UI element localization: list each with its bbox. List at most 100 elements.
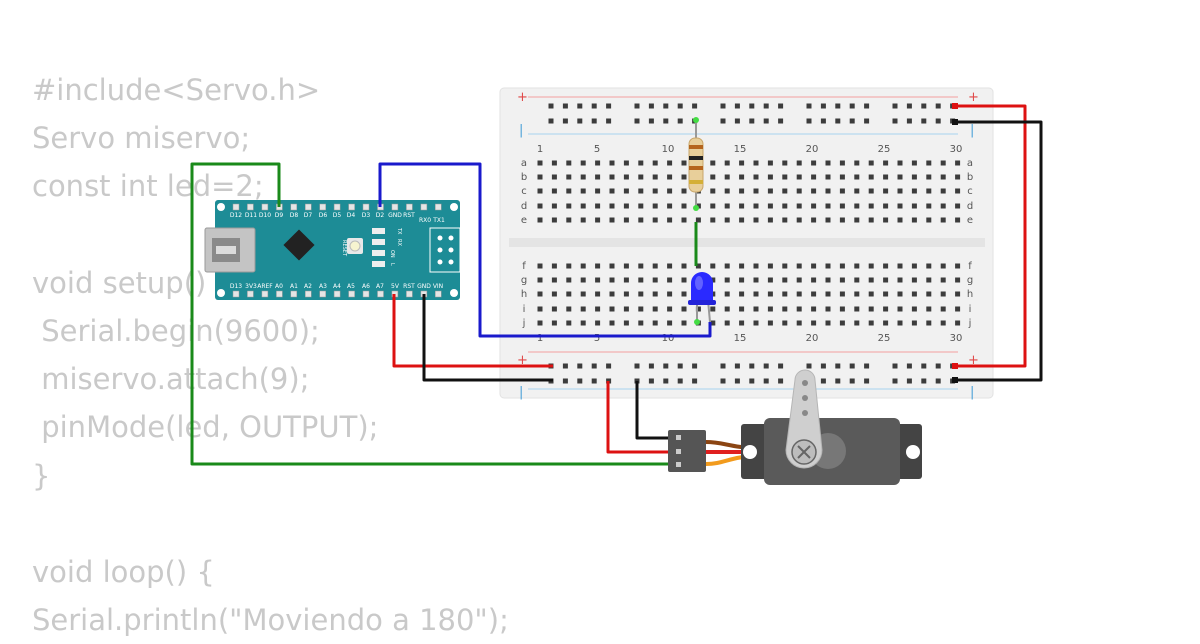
breadboard-hole <box>811 160 817 166</box>
breadboard-hole <box>551 160 557 166</box>
top-pin-labels: D12 D11 D10 D9 D8 D7 D6 D5 D4 D3 D2 GND … <box>230 212 445 224</box>
row-letter: e <box>521 215 527 226</box>
wire-black-servo[interactable] <box>635 381 672 440</box>
header-pin[interactable] <box>406 203 413 211</box>
terminal <box>952 119 958 125</box>
breadboard-hole <box>782 188 788 194</box>
header-pin[interactable] <box>290 203 298 211</box>
column-number: 1 <box>537 144 543 155</box>
header-pin[interactable] <box>435 203 442 211</box>
header-pin[interactable] <box>319 203 326 211</box>
code-line: miservo.attach(9); <box>32 362 310 397</box>
header-pin[interactable] <box>247 203 254 211</box>
reset-button-cap[interactable] <box>349 240 361 252</box>
wire-black-rail-jumper[interactable] <box>958 120 1043 382</box>
breadboard-hole <box>566 160 572 166</box>
wire-red-rail-jumper[interactable] <box>958 104 1027 368</box>
breadboard-hole <box>551 320 557 326</box>
breadboard-hole <box>667 320 673 326</box>
breadboard-hole <box>897 174 903 180</box>
circuit-diagram: + + | | + + | | 1 5 10 15 20 25 30 1 5 1… <box>190 87 1043 485</box>
header-pin[interactable] <box>247 290 254 298</box>
breadboard-hole <box>606 118 612 124</box>
breadboard-hole <box>638 320 644 326</box>
breadboard-hole <box>820 363 826 369</box>
breadboard-hole <box>935 118 941 124</box>
column-number: 10 <box>662 144 675 155</box>
header-pin[interactable] <box>232 290 240 298</box>
header-pin[interactable] <box>290 290 298 298</box>
breadboard-hole <box>753 188 759 194</box>
breadboard-hole <box>940 291 946 297</box>
breadboard-hole <box>940 174 946 180</box>
header-pin[interactable] <box>319 290 326 298</box>
breadboard-hole <box>695 263 701 269</box>
column-number: 20 <box>806 144 819 155</box>
led[interactable] <box>688 272 716 325</box>
wire-black-gnd[interactable] <box>422 294 553 382</box>
breadboard-hole <box>753 174 759 180</box>
breadboard-hole <box>911 188 917 194</box>
wire-red-5v[interactable] <box>392 294 553 368</box>
breadboard-hole <box>854 320 860 326</box>
header-pin[interactable] <box>232 203 240 211</box>
wire-red-servo[interactable] <box>606 381 672 454</box>
breadboard-hole <box>897 320 903 326</box>
header-pin[interactable] <box>333 290 341 298</box>
breadboard-hole <box>806 103 812 109</box>
header-pin[interactable] <box>391 203 399 211</box>
wire-green-signal[interactable] <box>190 162 672 466</box>
header-pin[interactable] <box>377 290 384 298</box>
resistor[interactable] <box>688 117 704 211</box>
breadboard-hole <box>652 203 658 209</box>
pin-label: D6 <box>319 212 328 219</box>
header-pin[interactable] <box>362 203 370 211</box>
arduino-nano[interactable]: RESET TX RX ON L D12 D11 D10 D9 D8 D7 <box>204 200 461 300</box>
header-pin[interactable] <box>333 203 341 211</box>
breadboard-hole <box>753 203 759 209</box>
breadboard-hole <box>940 203 946 209</box>
header-pin[interactable] <box>406 290 413 298</box>
breadboard-hole <box>681 291 687 297</box>
header-pin[interactable] <box>348 203 355 211</box>
breadboard-hole <box>767 188 773 194</box>
breadboard-hole <box>681 306 687 312</box>
breadboard-hole <box>825 263 831 269</box>
rail-plus-symbol: + <box>517 353 528 368</box>
breadboard-hole <box>609 188 615 194</box>
breadboard-hole <box>935 103 941 109</box>
header-pin[interactable] <box>261 203 269 211</box>
row-letter: g <box>967 275 973 286</box>
led-label: ON <box>389 250 395 258</box>
column-number: 25 <box>878 144 891 155</box>
led-label: L <box>389 263 395 266</box>
breadboard-hole <box>825 291 831 297</box>
icsp-pin <box>448 259 454 265</box>
breadboard-hole <box>537 306 543 312</box>
breadboard-hole <box>883 277 889 283</box>
breadboard-hole <box>767 217 773 223</box>
breadboard-hole <box>580 263 586 269</box>
breadboard-hole <box>551 306 557 312</box>
connector-pin <box>676 462 681 467</box>
header-pin[interactable] <box>276 290 283 298</box>
header-pin[interactable] <box>362 290 370 298</box>
header-pin[interactable] <box>305 203 312 211</box>
breadboard-hole <box>811 306 817 312</box>
header-pin[interactable] <box>435 290 442 298</box>
servo-motor[interactable] <box>668 369 922 485</box>
breadboard-hole <box>796 188 802 194</box>
wire-blue-led[interactable] <box>378 162 712 338</box>
header-pin[interactable] <box>420 203 428 211</box>
row-letter: c <box>967 186 973 197</box>
breadboard-hole <box>667 188 673 194</box>
breadboard-hole <box>724 217 730 223</box>
breadboard-hole <box>911 320 917 326</box>
breadboard-hole <box>868 291 874 297</box>
header-pin[interactable] <box>348 290 355 298</box>
rail-minus-symbol: | <box>519 123 523 138</box>
breadboard: + + | | + + | | 1 5 10 15 20 25 30 1 5 1… <box>499 87 994 400</box>
header-pin[interactable] <box>305 290 312 298</box>
header-pin[interactable] <box>261 290 269 298</box>
breadboard-hole <box>609 291 615 297</box>
